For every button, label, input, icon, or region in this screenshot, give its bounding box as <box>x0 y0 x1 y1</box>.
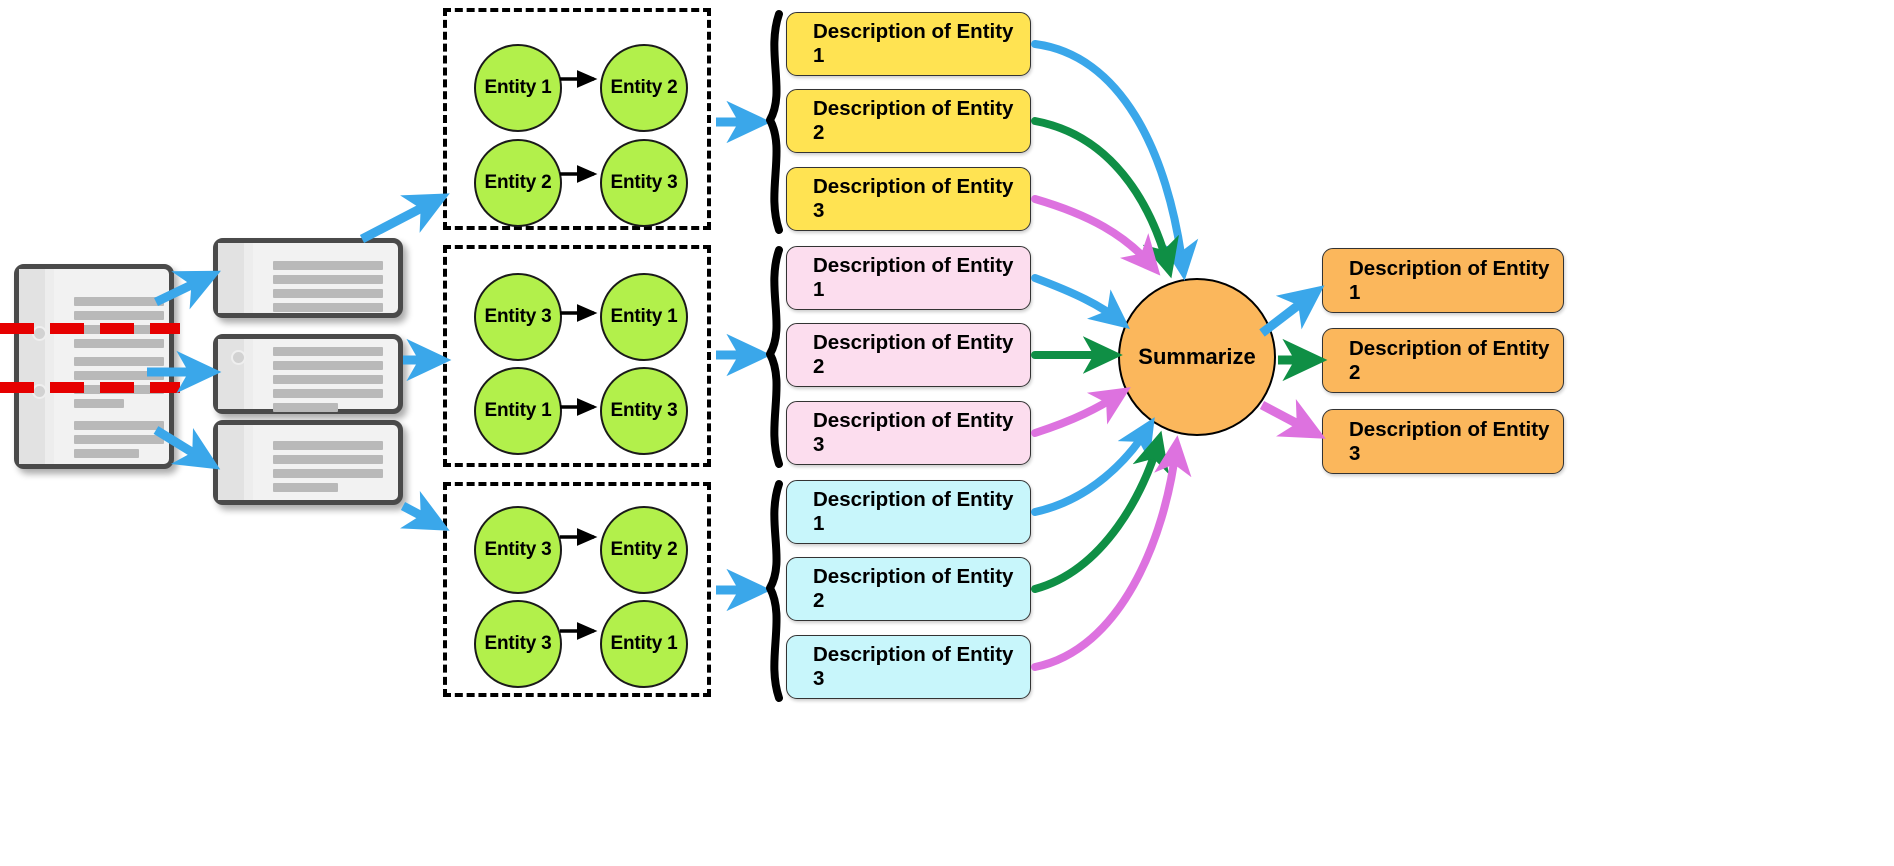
entity-node: Entity 3 <box>474 506 562 594</box>
arrow-graph-to-descriptions <box>716 100 772 612</box>
description-box[interactable]: Description of Entity 2 <box>786 89 1031 153</box>
description-box[interactable]: Description of Entity 2 <box>786 557 1031 621</box>
output-description-box[interactable]: Description of Entity 3 <box>1322 409 1564 474</box>
curly-brace <box>766 10 783 702</box>
page-spine <box>218 243 244 313</box>
binder-hole <box>231 350 246 365</box>
output-description-box[interactable]: Description of Entity 2 <box>1322 328 1564 393</box>
arrow-desc-to-summarize <box>1031 195 1161 276</box>
arrow-desc-to-summarize <box>1031 387 1131 437</box>
page-spine <box>19 269 45 464</box>
description-box[interactable]: Description of Entity 1 <box>786 480 1031 544</box>
entity-node: Entity 1 <box>474 44 562 132</box>
arrow-desc-to-summarize <box>1031 274 1130 329</box>
entity-node: Entity 1 <box>600 600 688 688</box>
entity-node: Entity 2 <box>600 506 688 594</box>
description-box[interactable]: Description of Entity 1 <box>786 246 1031 310</box>
entity-node: Entity 2 <box>474 139 562 227</box>
description-box[interactable]: Description of Entity 3 <box>786 635 1031 699</box>
chunk-2 <box>213 334 403 414</box>
entity-graph-2: Entity 3 Entity 1 Entity 1 Entity 3 <box>443 245 711 467</box>
page-spine-edge <box>244 425 253 500</box>
entity-graph-3: Entity 3 Entity 2 Entity 3 Entity 1 <box>443 482 711 697</box>
arrow-desc-to-summarize <box>1031 117 1179 279</box>
source-document-page <box>14 264 174 469</box>
entity-node: Entity 3 <box>474 600 562 688</box>
description-box[interactable]: Description of Entity 1 <box>786 12 1031 76</box>
output-description-box[interactable]: Description of Entity 1 <box>1322 248 1564 313</box>
arrow-desc-to-summarize <box>1031 435 1192 671</box>
page-spine-edge <box>244 339 253 409</box>
entity-graph-1: Entity 1 Entity 2 Entity 2 Entity 3 <box>443 8 711 230</box>
split-line-1 <box>0 323 180 334</box>
chunk-1 <box>213 238 403 318</box>
entity-node: Entity 3 <box>474 273 562 361</box>
arrow-summarize-to-output <box>1259 398 1326 439</box>
arrow-desc-to-summarize <box>1031 417 1155 516</box>
description-box[interactable]: Description of Entity 3 <box>786 167 1031 231</box>
entity-node: Entity 2 <box>600 44 688 132</box>
entity-node: Entity 1 <box>600 273 688 361</box>
entity-node: Entity 3 <box>600 139 688 227</box>
entity-node: Entity 1 <box>474 367 562 455</box>
page-spine-edge <box>244 243 253 313</box>
description-box[interactable]: Description of Entity 3 <box>786 401 1031 465</box>
arrow-desc-to-summarize <box>1031 40 1199 281</box>
split-line-2 <box>0 382 180 393</box>
page-spine <box>218 425 244 500</box>
entity-node: Entity 3 <box>600 367 688 455</box>
description-box[interactable]: Description of Entity 2 <box>786 323 1031 387</box>
summarize-node[interactable]: Summarize <box>1118 278 1276 436</box>
chunk-3 <box>213 420 403 505</box>
page-spine-edge <box>45 269 54 464</box>
arrow-desc-to-summarize <box>1031 430 1169 593</box>
